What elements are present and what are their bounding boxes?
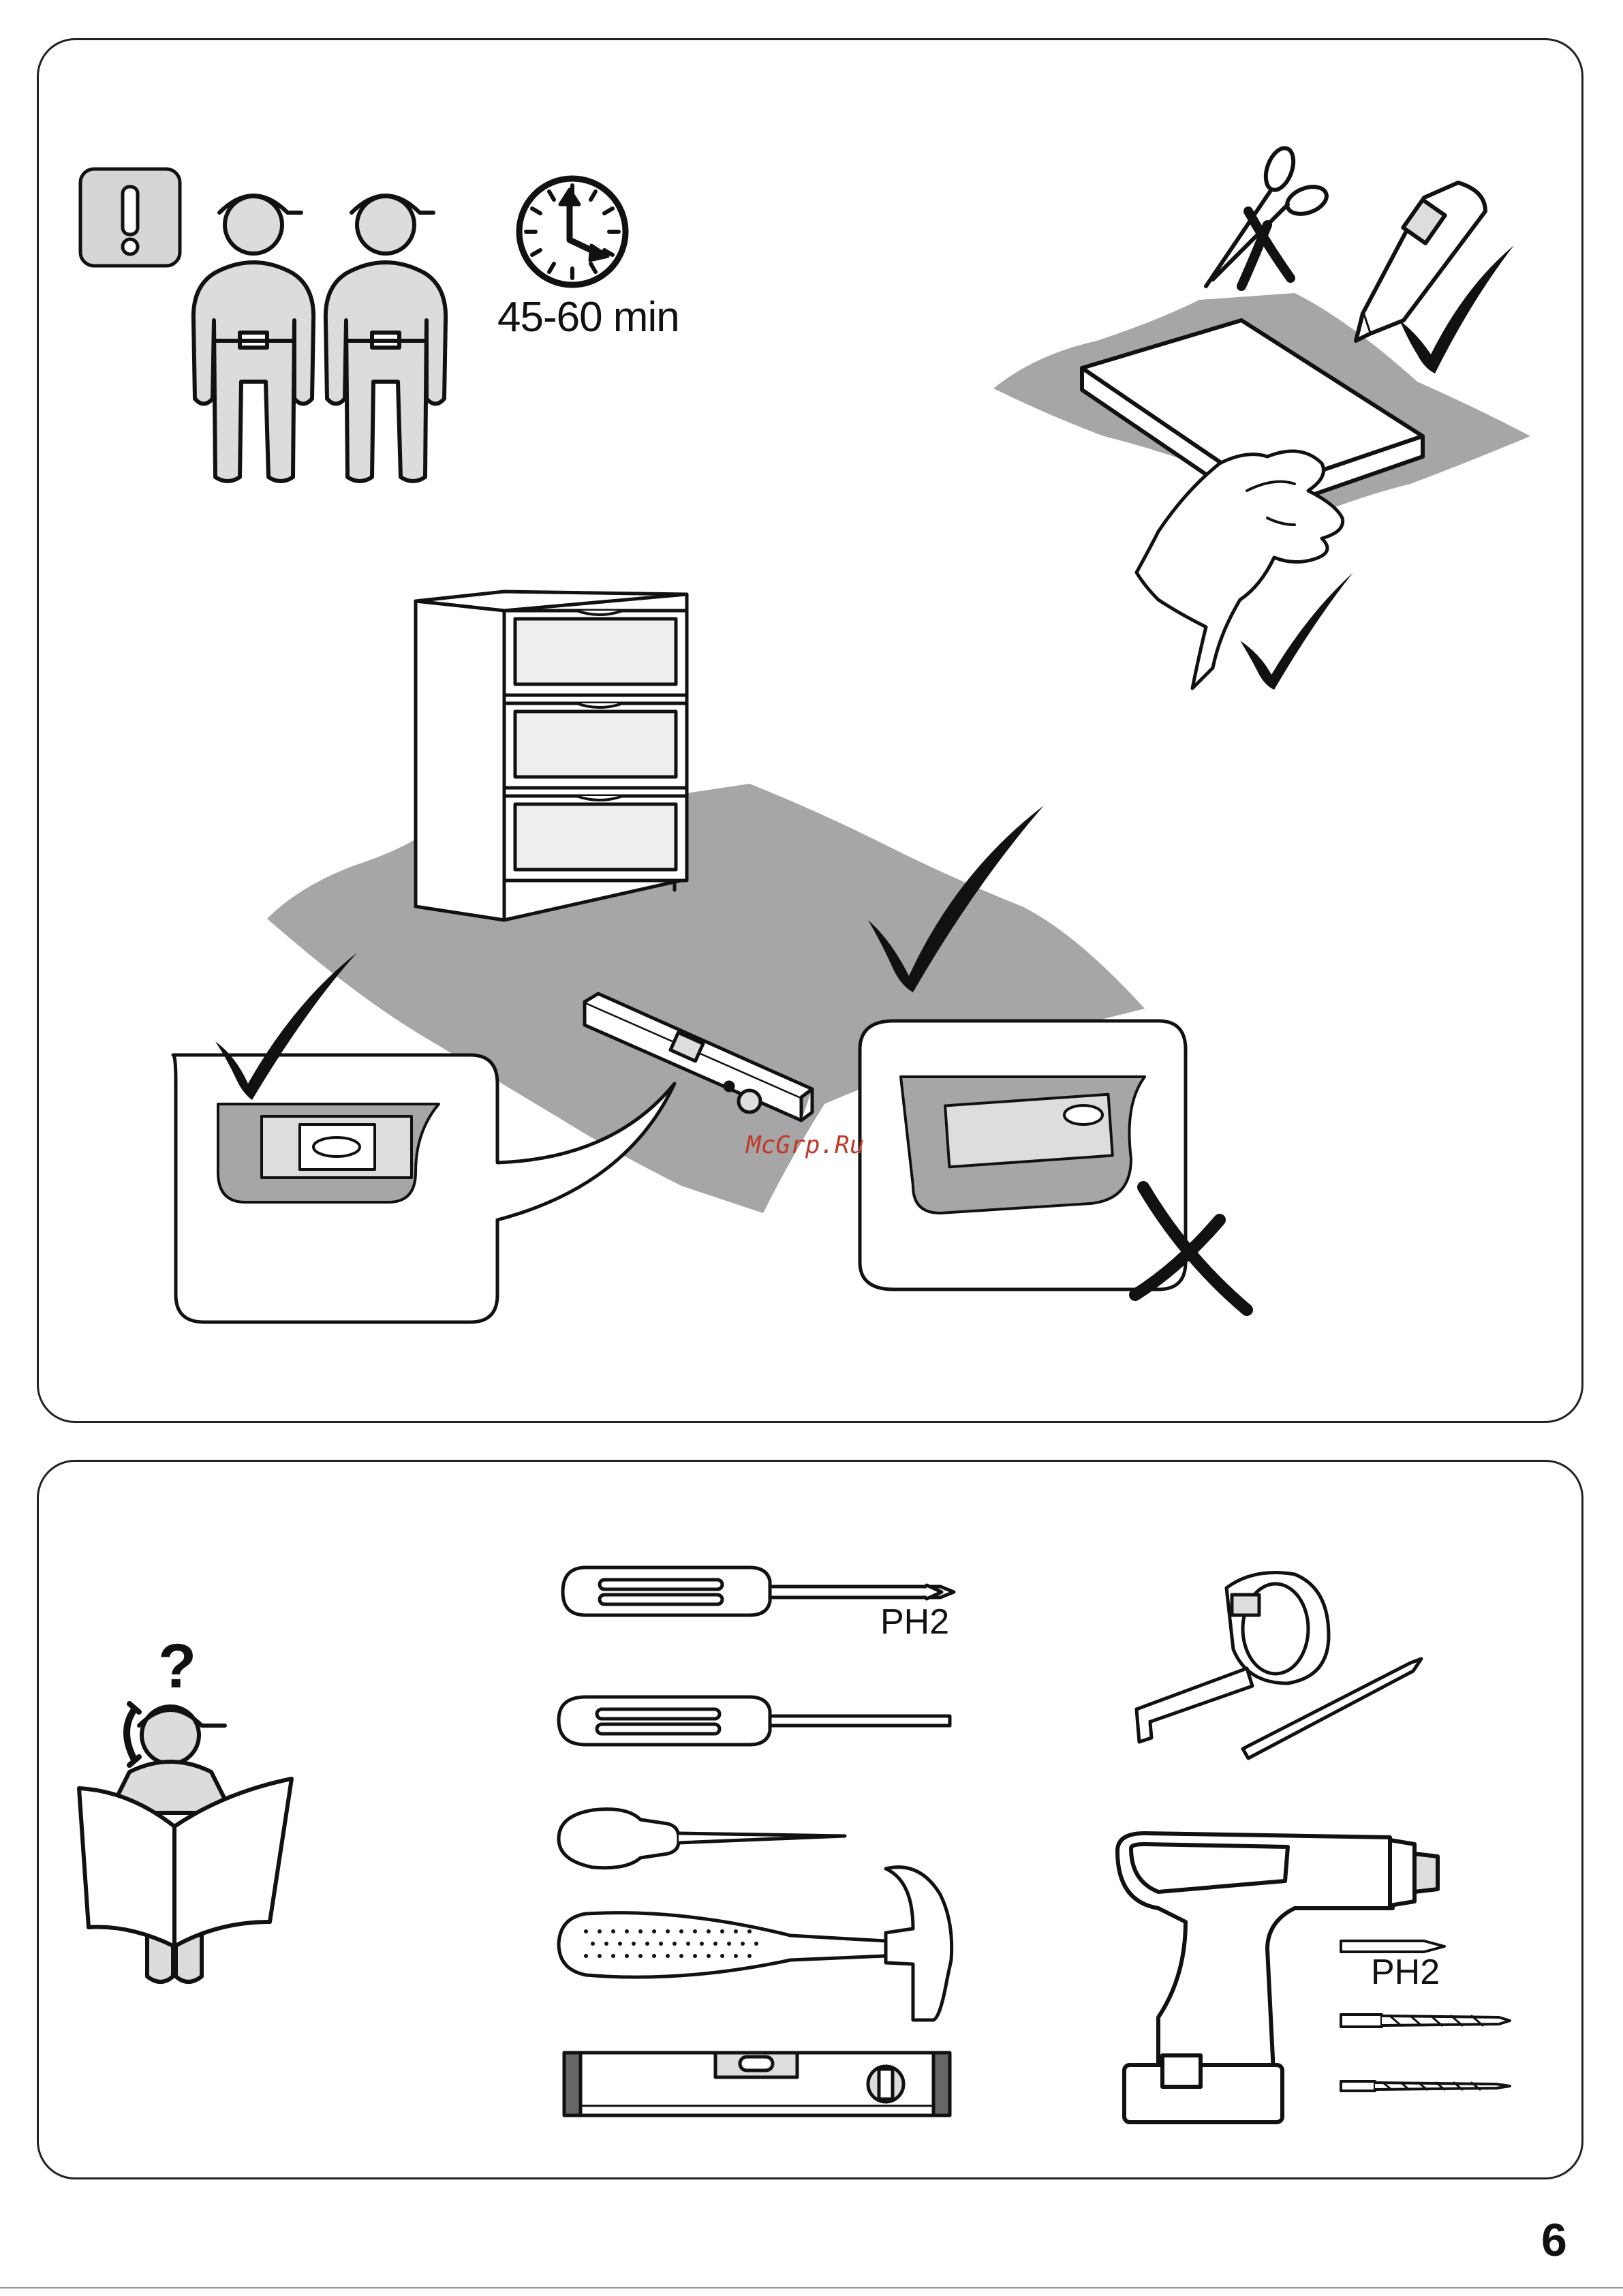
utility-knife-icon bbox=[1356, 183, 1485, 341]
flat-screwdriver-icon bbox=[559, 1697, 950, 1745]
footer-divider bbox=[0, 2287, 1623, 2289]
page-number: 6 bbox=[1541, 2214, 1567, 2267]
tape-measure-icon bbox=[1137, 1573, 1329, 1743]
chest-of-drawers bbox=[416, 592, 687, 920]
awl-icon bbox=[559, 1809, 845, 1868]
question-mark-icon: ? bbox=[158, 1632, 196, 1701]
assembly-duration: 45-60 min bbox=[497, 293, 679, 341]
scissors-icon bbox=[1206, 144, 1330, 286]
warning-icon bbox=[80, 169, 180, 266]
person-reading-instructions-icon bbox=[79, 1706, 292, 1982]
spirit-level-icon bbox=[564, 2053, 950, 2115]
phone-icon bbox=[127, 1704, 139, 1765]
level-detail-wrong bbox=[860, 1021, 1186, 1289]
person-icon bbox=[194, 196, 313, 481]
hand bbox=[1137, 451, 1343, 688]
screwdriver-bit-label: PH2 bbox=[880, 1602, 949, 1642]
person-icon bbox=[326, 196, 446, 481]
hammer-icon bbox=[559, 1867, 952, 2020]
check-icon bbox=[1240, 572, 1353, 690]
clock-icon bbox=[519, 179, 625, 285]
watermark: McGrp.Ru bbox=[746, 1131, 864, 1159]
drill-bit-label: PH2 bbox=[1371, 1952, 1440, 1993]
